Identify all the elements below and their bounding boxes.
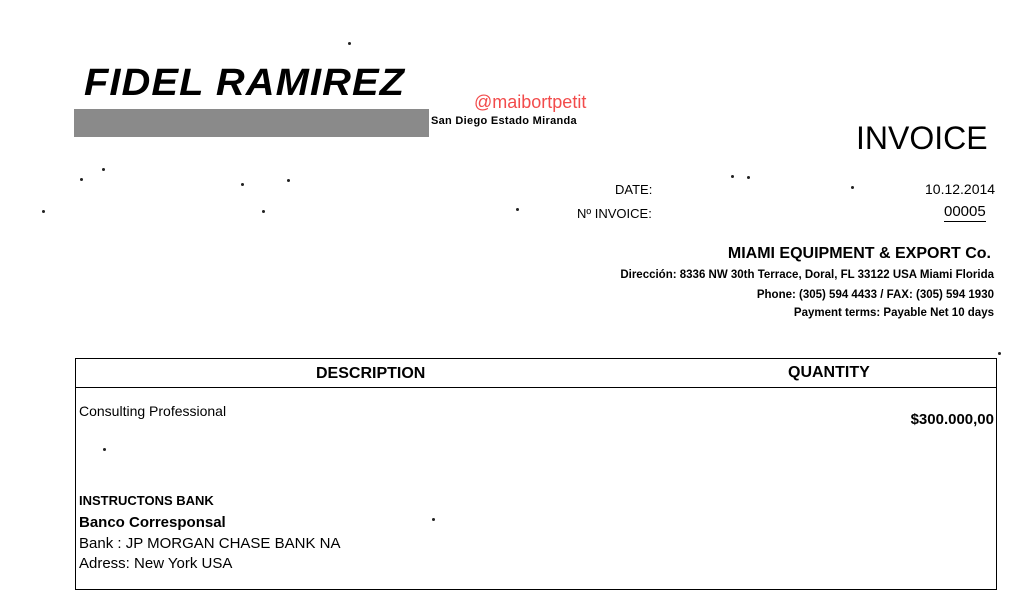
invoice-table: DESCRIPTION QUANTITY Consulting Professi…	[75, 358, 997, 590]
column-quantity: QUANTITY	[788, 364, 870, 381]
invoice-number-value: 00005	[944, 203, 986, 222]
watermark: @maibortpetit	[474, 92, 587, 112]
item-amount: $300.000,00	[910, 411, 994, 428]
column-description: DESCRIPTION	[316, 365, 426, 382]
redacted-block	[74, 109, 429, 137]
company-phone: Phone: (305) 594 4433 / FAX: (305) 594 1…	[756, 289, 994, 301]
item-description: Consulting Professional	[79, 403, 227, 419]
issuer-location: San Diego Estado Miranda	[431, 115, 577, 127]
company-address: Dirección: 8336 NW 30th Terrace, Doral, …	[620, 269, 994, 281]
company-name: MIAMI EQUIPMENT & EXPORT Co.	[727, 245, 991, 262]
date-value: 10.12.2014	[925, 181, 996, 197]
date-label: DATE:	[615, 182, 653, 197]
bank-address: Adress: New York USA	[79, 555, 233, 572]
table-header: DESCRIPTION QUANTITY	[76, 359, 996, 388]
issuer-name: FIDEL RAMIREZ	[84, 62, 406, 104]
bank-type: Banco Corresponsal	[79, 514, 226, 531]
payment-terms: Payment terms: Payable Net 10 days	[793, 307, 994, 319]
bank-name: Bank : JP MORGAN CHASE BANK NA	[79, 535, 341, 552]
invoice-number-label: Nº INVOICE:	[577, 206, 652, 221]
bank-heading: INSTRUCTONS BANK	[79, 493, 214, 508]
invoice-title: INVOICE	[856, 120, 988, 156]
